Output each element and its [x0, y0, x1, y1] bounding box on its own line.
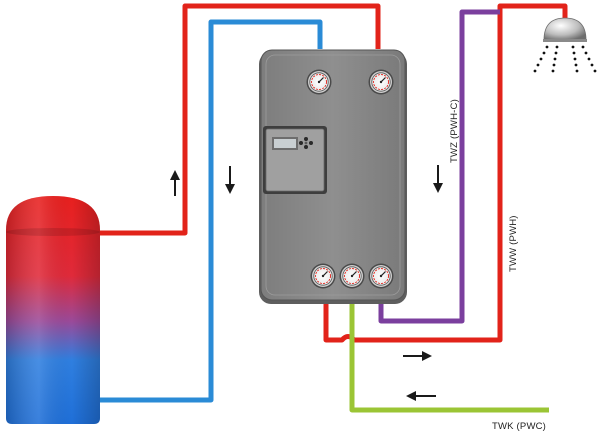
pressure-gauge-icon	[305, 68, 333, 96]
flow-arrow-icon	[403, 351, 432, 361]
pressure-gauge-icon	[309, 262, 337, 290]
cold-water-pipe	[349, 304, 549, 413]
flow-arrow-icon	[170, 170, 180, 196]
primary-return-pipe	[100, 19, 323, 403]
station-housing	[259, 49, 407, 304]
controller-display-icon	[263, 126, 327, 194]
pressure-gauge-icon	[367, 262, 395, 290]
flow-arrow-icon	[406, 391, 436, 401]
circulation-pipe	[378, 9, 500, 324]
label-tww: TWW (PWH)	[508, 215, 519, 272]
pressure-gauge-icon	[367, 68, 395, 96]
primary-flow-pipe	[100, 3, 381, 236]
shower-head-icon	[533, 17, 597, 73]
label-twz: TWZ (PWH-C)	[449, 99, 460, 163]
tank-icon	[6, 196, 100, 424]
pipes	[100, 3, 568, 413]
pressure-gauge-icon	[338, 262, 366, 290]
flow-arrow-icon	[433, 165, 443, 193]
flow-arrow-icon	[225, 166, 235, 194]
label-twk: TWK (PWC)	[492, 421, 546, 432]
